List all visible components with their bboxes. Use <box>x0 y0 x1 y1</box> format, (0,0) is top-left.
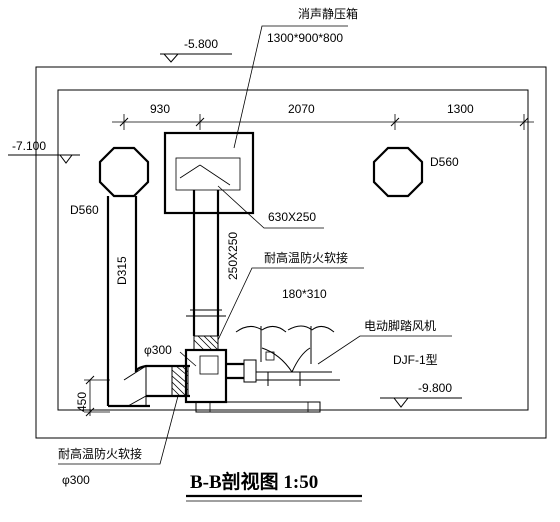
flex-joint-top-leader <box>217 267 364 341</box>
elbow-phi300 <box>123 364 190 408</box>
vertical-duct-250 <box>186 190 226 336</box>
phi300-upper-label: φ300 <box>144 343 172 357</box>
plenum-label: 消声静压箱 <box>298 6 358 21</box>
flex-joint-bottom-label: 耐高温防火软接 <box>58 446 142 461</box>
round-duct-right <box>372 146 424 198</box>
outer-wall <box>35 66 547 439</box>
size-180-label: 180*310 <box>282 287 327 301</box>
elevation-marker-floor: -9.800 <box>380 381 462 408</box>
elevation-left-label: -7.100 <box>12 139 46 153</box>
elevation-top-label: -5.800 <box>184 37 218 51</box>
plenum-leader <box>233 25 348 149</box>
dim-1300: 1300 <box>447 102 474 116</box>
flex-joint-bottom-leader <box>58 395 179 465</box>
phi300-upper-leader <box>179 351 197 367</box>
fan-model-label: DJF-1型 <box>393 353 438 367</box>
fan-leader <box>317 335 452 365</box>
dim-2070: 2070 <box>288 102 315 116</box>
duct-630-leader <box>217 185 324 229</box>
fan-base <box>195 401 321 413</box>
elevation-floor-label: -9.800 <box>418 381 452 395</box>
plenum-size: 1300*900*800 <box>267 31 343 45</box>
flex-joint-top-label: 耐高温防火软接 <box>264 250 348 265</box>
fan-name-label: 电动脚踏风机 <box>364 318 436 333</box>
duct-630-label: 630X250 <box>268 210 316 224</box>
round-duct-left-label: D560 <box>70 203 99 217</box>
elevation-marker-left: -7.100 <box>8 139 80 164</box>
inner-wall <box>57 89 529 411</box>
fan-unit <box>184 348 340 404</box>
phi300-lower-label: φ300 <box>62 473 90 487</box>
dim-450: 450 <box>75 375 110 417</box>
dim-930: 930 <box>150 102 170 116</box>
duct-d315-label: D315 <box>115 256 129 285</box>
plenum-box <box>163 131 255 215</box>
vertical-duct-d315: D315 <box>106 196 138 408</box>
duct-250-label: 250X250 <box>226 232 240 280</box>
round-duct-right-label: D560 <box>430 155 459 169</box>
flex-joint-top <box>193 335 219 351</box>
pedal-mechanism <box>235 325 335 373</box>
round-duct-left <box>98 146 150 198</box>
drawing-title: B-B剖视图 1:50 <box>190 470 318 493</box>
svg-text:450: 450 <box>75 392 89 412</box>
elevation-marker-top: -5.800 <box>160 37 232 63</box>
dimension-chain-top: 930 2070 1300 <box>112 102 534 130</box>
